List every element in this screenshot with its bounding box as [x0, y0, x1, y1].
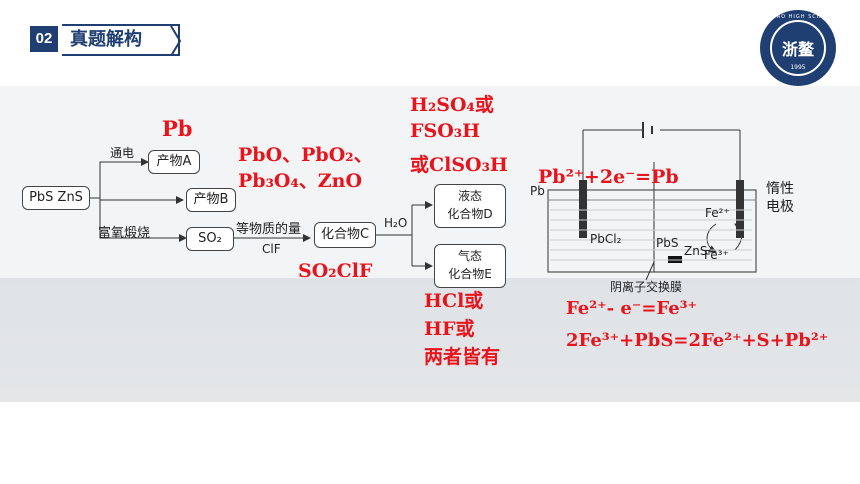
- answer-acid-line1: H₂SO₄或: [410, 94, 494, 116]
- start-material-box: PbS ZnS: [22, 186, 90, 210]
- clf-label: ClF: [262, 242, 281, 256]
- product-b-box: 产物B: [186, 188, 236, 212]
- cell-pbs-label: PbS: [656, 236, 679, 250]
- answer-gas-line3: 两者皆有: [424, 346, 501, 368]
- answer-compound-c: SO₂ClF: [298, 260, 373, 282]
- section-number-badge: 02: [30, 26, 58, 52]
- answer-cathode-reaction: Pb²⁺+2e⁻=Pb: [538, 166, 679, 188]
- answer-gas-line1: HCl或: [424, 290, 484, 312]
- answer-product-a: Pb: [162, 116, 193, 141]
- product-a-box: 产物A: [148, 150, 200, 174]
- pb-electrode: [579, 180, 587, 238]
- cell-fe3-label: Fe³⁺: [704, 248, 729, 262]
- electrolysis-label: 通电: [110, 146, 135, 160]
- answer-oxides-line1: PbO、PbO₂、: [238, 144, 373, 166]
- answer-overall-reaction: 2Fe³⁺+PbS=2Fe²⁺+S+Pb²⁺: [566, 330, 829, 351]
- roasting-label: 富氧煅烧: [98, 226, 151, 241]
- compound-e-box: 气态 化合物E: [434, 244, 506, 288]
- membrane-label: 阴离子交换膜: [610, 280, 683, 294]
- cell-pb-label: Pb: [530, 184, 545, 198]
- answer-oxides-line2: Pb₃O₄、ZnO: [238, 170, 363, 192]
- answer-gas-line2: HF或: [424, 318, 475, 340]
- answer-anode-reaction: Fe²⁺- e⁻=Fe³⁺: [566, 298, 698, 319]
- compound-d-box: 液态 化合物D: [434, 184, 506, 228]
- logo-ring-text: ZHE AO HIGH SCHOOL: [760, 14, 836, 20]
- cell-fe2-label: Fe²⁺: [705, 206, 730, 220]
- equal-amount-label: 等物质的量: [236, 222, 302, 237]
- water-label: H₂O: [384, 216, 408, 230]
- cell-pbcl2-label: PbCl₂: [590, 232, 622, 246]
- logo-year: 1995: [790, 64, 806, 71]
- so2-box: SO₂: [186, 227, 234, 251]
- logo-name: 浙鳌: [781, 40, 814, 59]
- chevron-right-icon: [170, 26, 182, 56]
- cell-zns-label: ZnS: [684, 244, 708, 258]
- answer-acid-line3: 或ClSO₃H: [410, 154, 508, 176]
- inert-electrode-label: 惰性 电极: [766, 181, 794, 215]
- compound-c-box: 化合物C: [314, 222, 376, 248]
- inert-electrode: [736, 180, 744, 238]
- answer-acid-line2: FSO₃H: [410, 120, 481, 142]
- logo-ring: [770, 20, 826, 76]
